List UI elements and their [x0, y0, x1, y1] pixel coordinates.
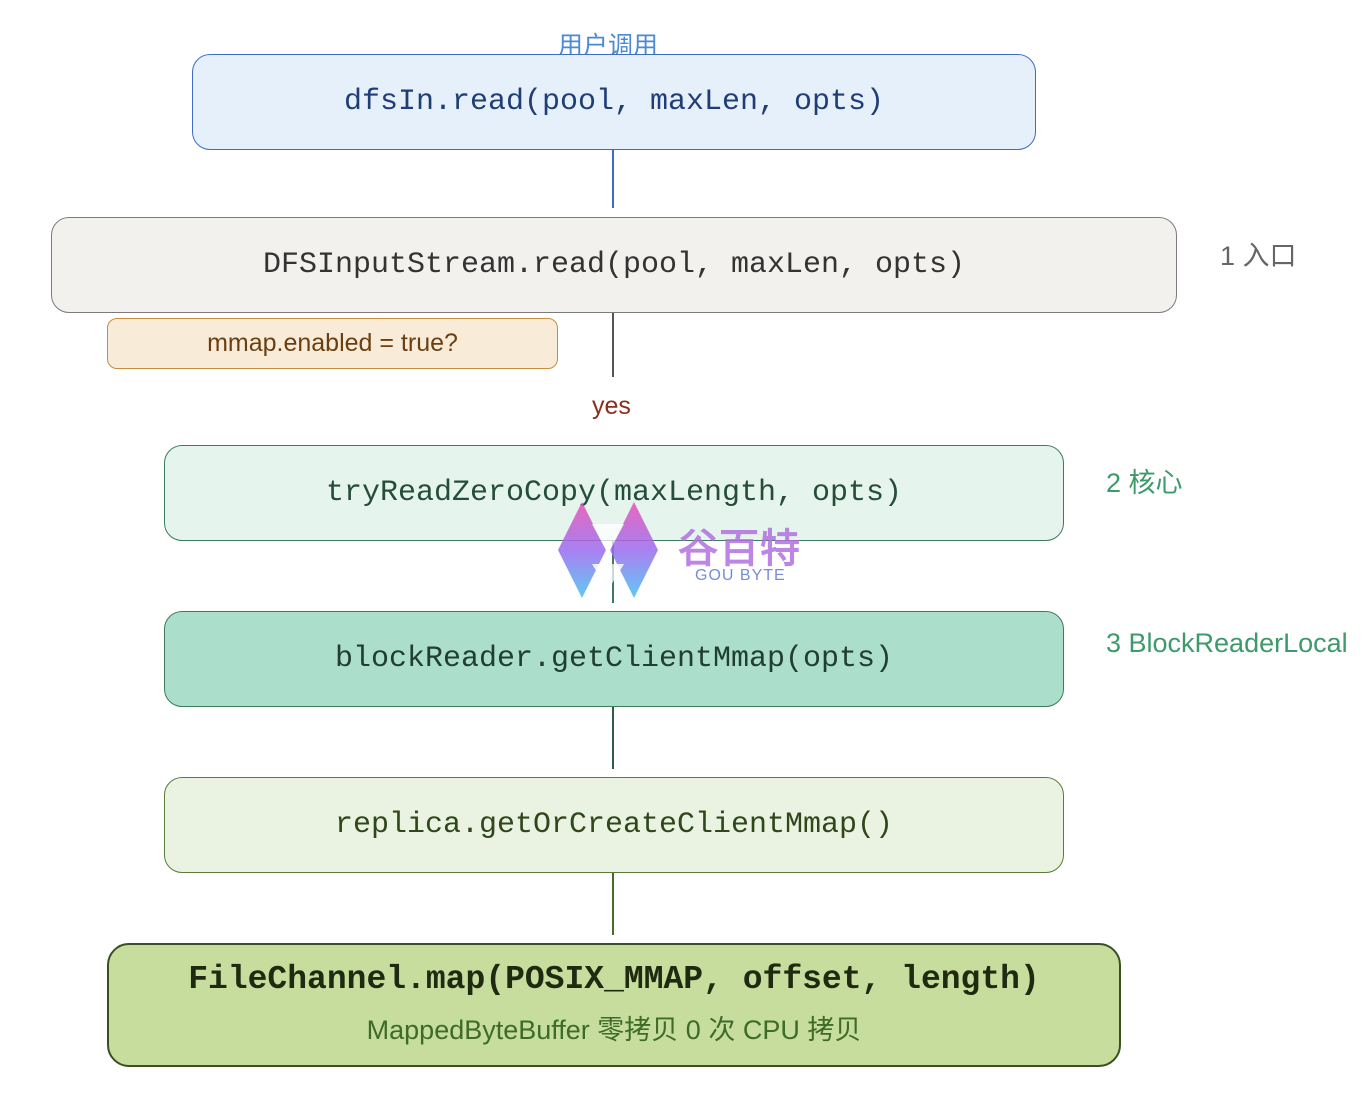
yes-label: yes	[592, 392, 631, 420]
step2-label: 2 核心	[1106, 468, 1183, 498]
connector-replica-filechannel	[612, 873, 614, 935]
replica-box: replica.getOrCreateClientMmap()	[164, 777, 1064, 873]
entry-box: DFSInputStream.read(pool, maxLen, opts)	[51, 217, 1177, 313]
mmap-condition-box: mmap.enabled = true?	[107, 318, 558, 369]
file-channel-text: FileChannel.map(POSIX_MMAP, offset, leng…	[188, 961, 1040, 998]
client-mmap-box: blockReader.getClientMmap(opts)	[164, 611, 1064, 707]
connector-entry-yes	[612, 313, 614, 377]
client-mmap-text: blockReader.getClientMmap(opts)	[334, 642, 894, 676]
step3-label: 3 BlockReaderLocal	[1106, 628, 1348, 658]
watermark-sub: GOU BYTE	[695, 567, 786, 584]
mmap-condition-text: mmap.enabled = true?	[207, 329, 458, 357]
file-channel-subtitle: MappedByteBuffer 零拷贝 0 次 CPU 拷贝	[366, 1015, 862, 1045]
user-call-text: dfsIn.read(pool, maxLen, opts)	[343, 85, 885, 119]
connector-client-replica	[612, 707, 614, 769]
connector-user-entry	[612, 150, 614, 208]
step1-label: 1 入口	[1220, 241, 1297, 271]
zero-copy-text: tryReadZeroCopy(maxLength, opts)	[325, 476, 903, 510]
user-call-box: dfsIn.read(pool, maxLen, opts)	[192, 54, 1036, 150]
replica-text: replica.getOrCreateClientMmap()	[334, 808, 894, 842]
watermark-brand: 谷百特	[678, 527, 801, 571]
watermark-logo-icon	[558, 502, 658, 598]
file-channel-box: FileChannel.map(POSIX_MMAP, offset, leng…	[107, 943, 1121, 1067]
entry-text: DFSInputStream.read(pool, maxLen, opts)	[262, 248, 966, 282]
